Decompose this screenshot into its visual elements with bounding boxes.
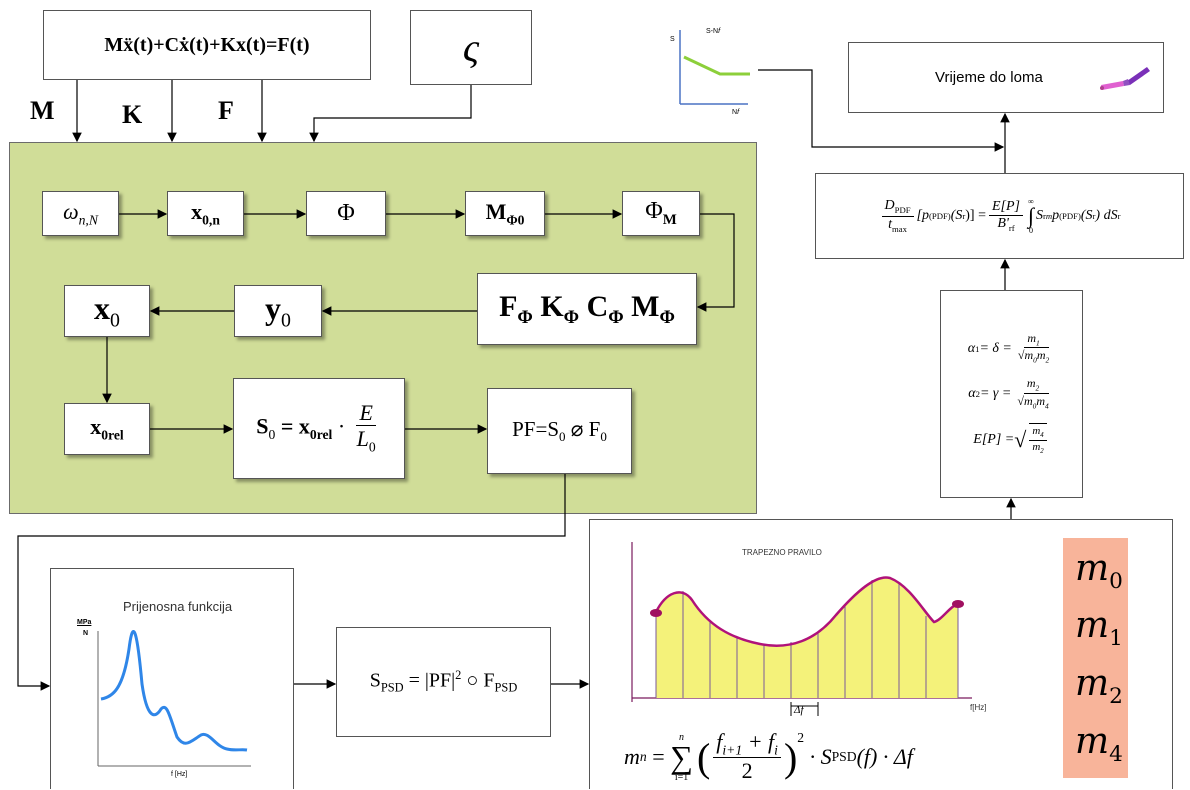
psd-curve [654,576,959,647]
equation-of-motion-box: Mẍ(t)+Cẋ(t)+Kx(t)=F(t) [43,10,371,80]
phi-symbol: Φ [337,200,355,226]
force-label: F [218,96,234,125]
time-to-failure-text: Vrijeme do loma [935,69,1043,86]
moment-m4: m4 [1075,721,1123,768]
broken-beam-icon [1100,67,1150,90]
stiffness-label: K [122,100,143,129]
damping-ratio-symbol: ς [462,25,480,70]
phi-m-box: ΦM [622,191,700,236]
phi-m-symbol: ΦM [645,198,677,228]
psd-box: SPSD = |PF|2 ○ FPSD [336,627,551,737]
mode-shape-x0n-box: x0,n [167,191,244,236]
y0-box: y0 [234,285,322,337]
moment-m2: m2 [1075,663,1123,710]
delta-f-label: Δf [794,704,804,716]
x0rel-symbol: x0rel [90,414,124,443]
trapezoid-xlabel: f[Hz] [970,703,987,712]
transfer-ylabel-top: MPa [77,619,92,626]
omega-symbol: ωn,N [63,198,98,228]
phi-box: Φ [306,191,386,236]
transfer-title: Prijenosna funkcija [123,599,233,614]
transfer-ylabel-bottom: N [83,630,89,637]
moments-panel [1063,538,1128,778]
equation-of-motion: Mẍ(t)+Cẋ(t)+Kx(t)=F(t) [104,33,310,56]
x0n-symbol: x0,n [191,198,220,228]
modal-matrices: FΦ KΦ CΦ MΦ [499,289,675,328]
psd-formula: SPSD = |PF|2 ○ FPSD [369,668,518,695]
trapezoid-title: TRAPEZNO PRAVILO [742,548,822,557]
trapezoid-area [656,577,958,698]
sn-line [683,55,750,76]
sn-s-label: S [670,36,675,43]
m-phi0-box: MΦ0 [465,191,545,236]
time-to-failure-box: Vrijeme do loma [848,42,1164,113]
transfer-xlabel: f [Hz] [171,771,188,778]
m-phi0-symbol: MΦ0 [485,198,525,228]
pf-box: PF=S0 ⌀ F0 [487,388,632,474]
x0-box: x0 [64,285,150,337]
sn-curve: S-Nf S Nf [660,22,760,122]
x0rel-box: x0rel [64,403,150,455]
moment-m0: m0 [1075,548,1123,595]
x0-symbol: x0 [94,289,120,332]
sn-title: S-Nf [706,28,721,35]
transfer-curve [100,629,248,752]
transfer-function-box: Prijenosna funkcija MPa N f [Hz] [50,568,294,789]
trapezoid-chart [631,542,972,716]
sn-n-label: Nf [732,109,740,116]
pf-formula: PF=S0 ⌀ F0 [512,416,607,445]
y0-symbol: y0 [265,289,291,332]
mass-label: M [30,96,55,125]
moment-m1: m1 [1075,605,1123,652]
omega-box: ωn,N [42,191,119,236]
damping-ratio-box: ς [410,10,532,85]
modal-matrices-box: FΦ KΦ CΦ MΦ [477,273,697,345]
